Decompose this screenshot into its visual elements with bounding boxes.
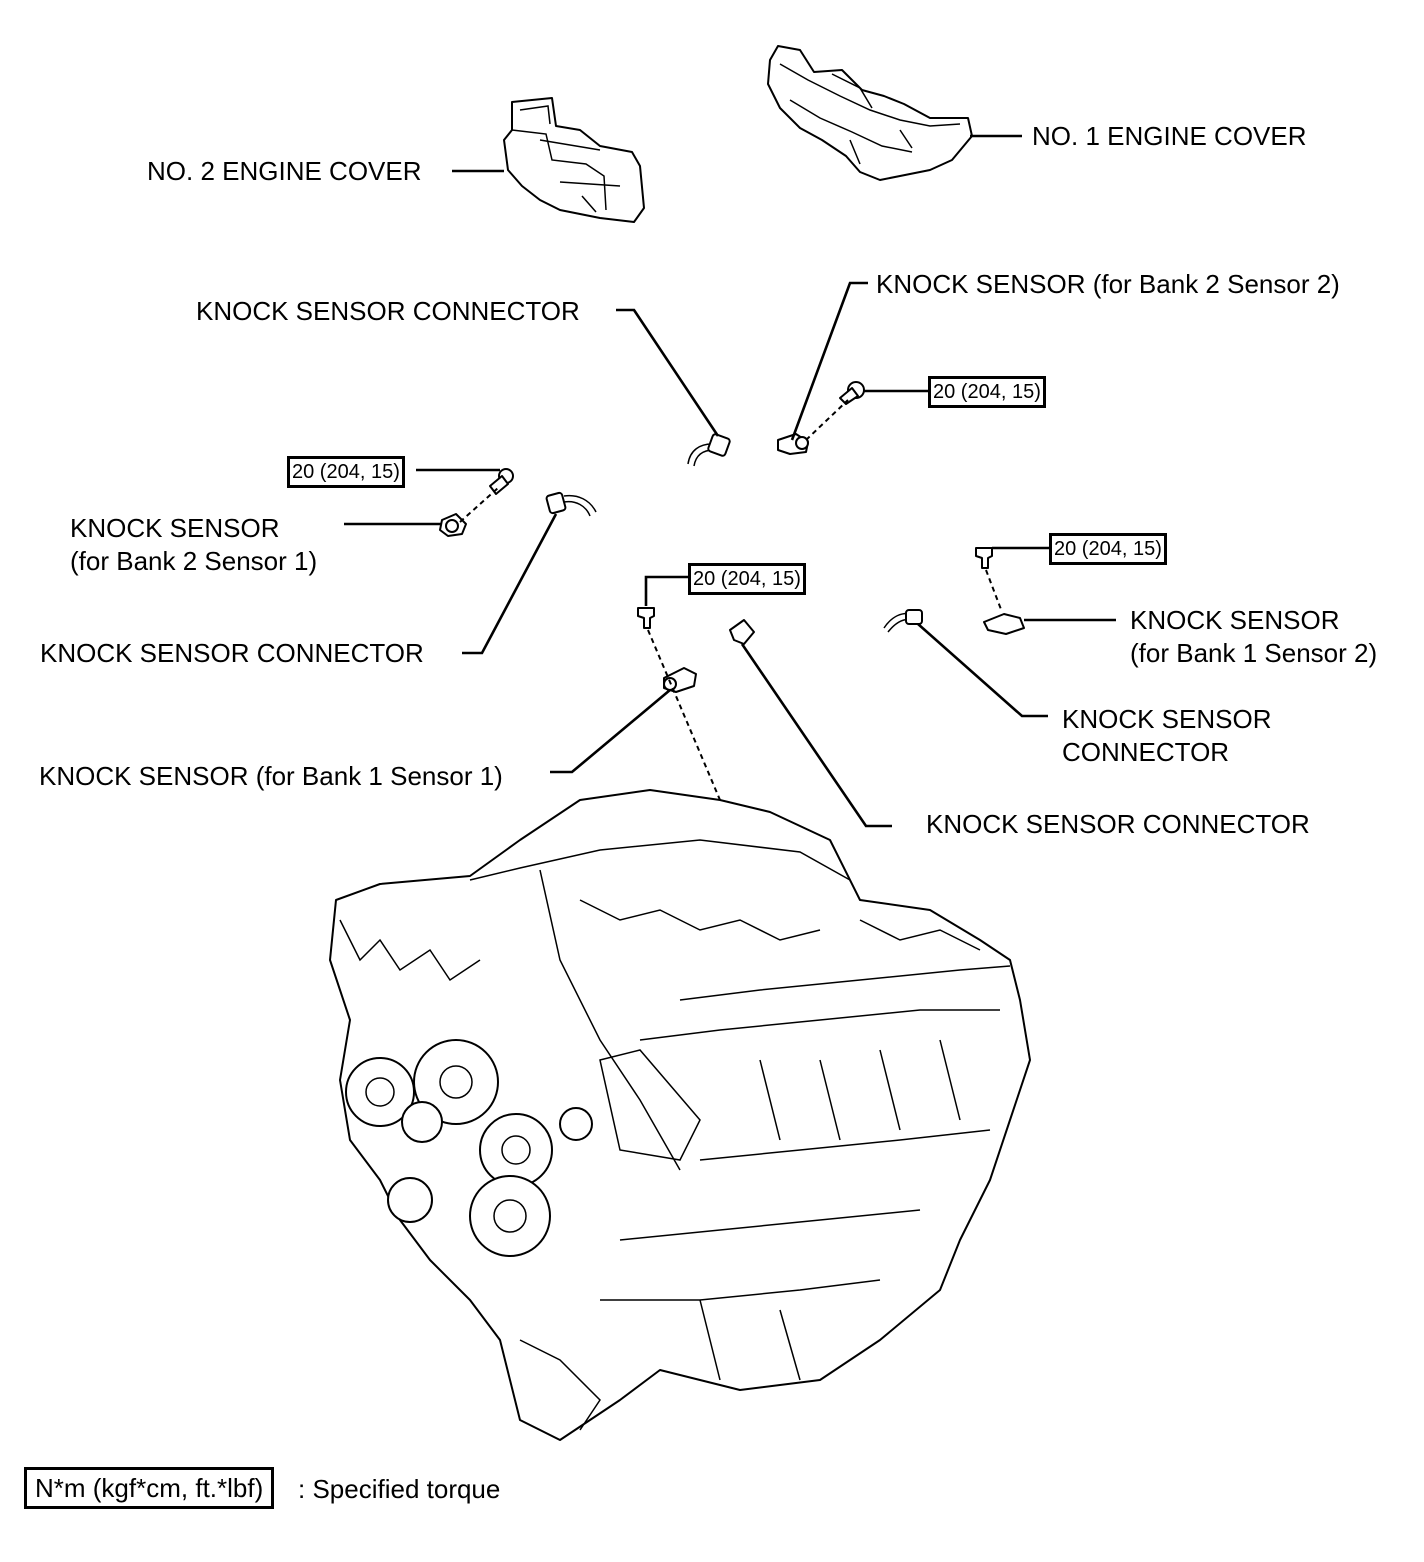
- leader-connector-bottom: [740, 643, 892, 828]
- torque-box-b1s2: 20 (204, 15): [1049, 533, 1167, 565]
- label-no1-engine-cover: NO. 1 ENGINE COVER: [1032, 121, 1307, 151]
- torque-box-b2s2: 20 (204, 15): [928, 376, 1046, 408]
- leader-sensor-b2s2: [790, 281, 868, 441]
- legend-torque-unit-box: N*m (kgf*cm, ft.*lbf): [24, 1467, 275, 1509]
- knock-sensor-connector-bottom-drawing: [729, 619, 755, 645]
- label-connector-left: KNOCK SENSOR CONNECTOR: [40, 638, 424, 668]
- axis-b1s2: [985, 569, 1003, 613]
- leader-sensor-b1s1: [550, 689, 671, 774]
- no2-engine-cover-drawing: [503, 97, 645, 223]
- label-connector-bottom: KNOCK SENSOR CONNECTOR: [926, 809, 1310, 839]
- label-sensor-b1s2-line2: (for Bank 1 Sensor 2): [1130, 638, 1378, 668]
- axis-b2s1: [459, 487, 499, 523]
- knock-sensor-connector-right-drawing: [883, 609, 923, 633]
- engine-assembly-drawing: [329, 789, 1031, 1441]
- label-sensor-b2s2: KNOCK SENSOR (for Bank 2 Sensor 2): [876, 269, 1340, 299]
- label-sensor-b1s1: KNOCK SENSOR (for Bank 1 Sensor 1): [39, 761, 503, 791]
- label-connector-right-line1: KNOCK SENSOR: [1062, 704, 1272, 734]
- knock-sensor-b2s1-drawing: [439, 468, 514, 537]
- label-no2-engine-cover: NO. 2 ENGINE COVER: [147, 156, 422, 186]
- torque-box-b1s1: 20 (204, 15): [688, 563, 806, 595]
- leader-torque-b1s1: [644, 575, 690, 606]
- knock-sensor-connector-top-drawing: [687, 433, 731, 467]
- label-connector-top: KNOCK SENSOR CONNECTOR: [196, 296, 580, 326]
- knock-sensor-b1s1-drawing: [637, 607, 697, 693]
- leader-connector-top: [616, 308, 720, 437]
- label-sensor-b1s2-line1: KNOCK SENSOR: [1130, 605, 1340, 635]
- no1-engine-cover-drawing: [767, 45, 973, 181]
- knock-sensor-b1s2-drawing: [975, 547, 1025, 635]
- legend-description: : Specified torque: [298, 1474, 501, 1504]
- axis-b1s1: [647, 629, 721, 801]
- knock-sensor-connector-left-drawing: [545, 491, 597, 517]
- label-sensor-b2s1-line2: (for Bank 2 Sensor 1): [70, 546, 318, 576]
- label-connector-right-line2: CONNECTOR: [1062, 737, 1230, 767]
- leader-connector-left: [462, 513, 558, 655]
- knock-sensor-b2s2-drawing: [777, 381, 865, 455]
- axis-b2s2: [805, 399, 849, 441]
- torque-box-b2s1: 20 (204, 15): [287, 456, 405, 488]
- leader-connector-right: [917, 623, 1048, 718]
- label-sensor-b2s1-line1: KNOCK SENSOR: [70, 513, 280, 543]
